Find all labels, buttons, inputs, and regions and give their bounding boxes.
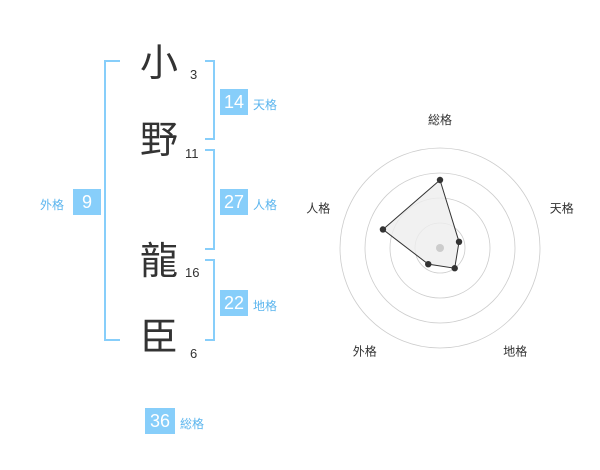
radar-point-5 (379, 226, 387, 233)
chikaku-label: 地格 (253, 299, 278, 313)
chikaku-value: 22 (220, 290, 248, 316)
radar-point-1 (436, 176, 444, 184)
radar-point-2 (455, 238, 463, 246)
name-char-2: 野 (140, 118, 179, 162)
name-char-1: 小 (140, 41, 179, 85)
stroke-count-2: 11 (185, 146, 199, 161)
jinkaku-value: 27 (220, 189, 248, 215)
jinkaku-label: 人格 (253, 198, 278, 212)
name-char-4: 臣 (140, 315, 179, 359)
stroke-count-3: 16 (185, 265, 200, 280)
radar-axis-label-2: 天格 (550, 200, 574, 215)
name-char-3: 龍 (140, 239, 179, 283)
radar-center-dot (436, 244, 444, 252)
radar-axis-label-3: 地格 (503, 344, 527, 359)
radar-point-3 (451, 265, 458, 272)
tenkaku-value: 14 (220, 89, 248, 115)
soukaku-label: 総格 (180, 417, 205, 431)
radar-ring (339, 147, 541, 349)
radar-series-polygon (382, 179, 460, 269)
radar-ring (364, 172, 516, 324)
radar-axis-label-4: 外格 (353, 344, 377, 359)
stroke-count-4: 6 (190, 346, 198, 361)
gaikaku-label: 外格 (40, 198, 65, 212)
radar-axis-label-1: 総格 (428, 112, 452, 127)
gaikaku-value: 9 (73, 189, 101, 215)
radar-point-4 (425, 260, 432, 268)
stroke-count-1: 3 (190, 67, 198, 82)
soukaku-value: 36 (145, 408, 175, 434)
tenkaku-label: 天格 (253, 98, 278, 112)
radar-axis-label-5: 人格 (306, 200, 330, 215)
